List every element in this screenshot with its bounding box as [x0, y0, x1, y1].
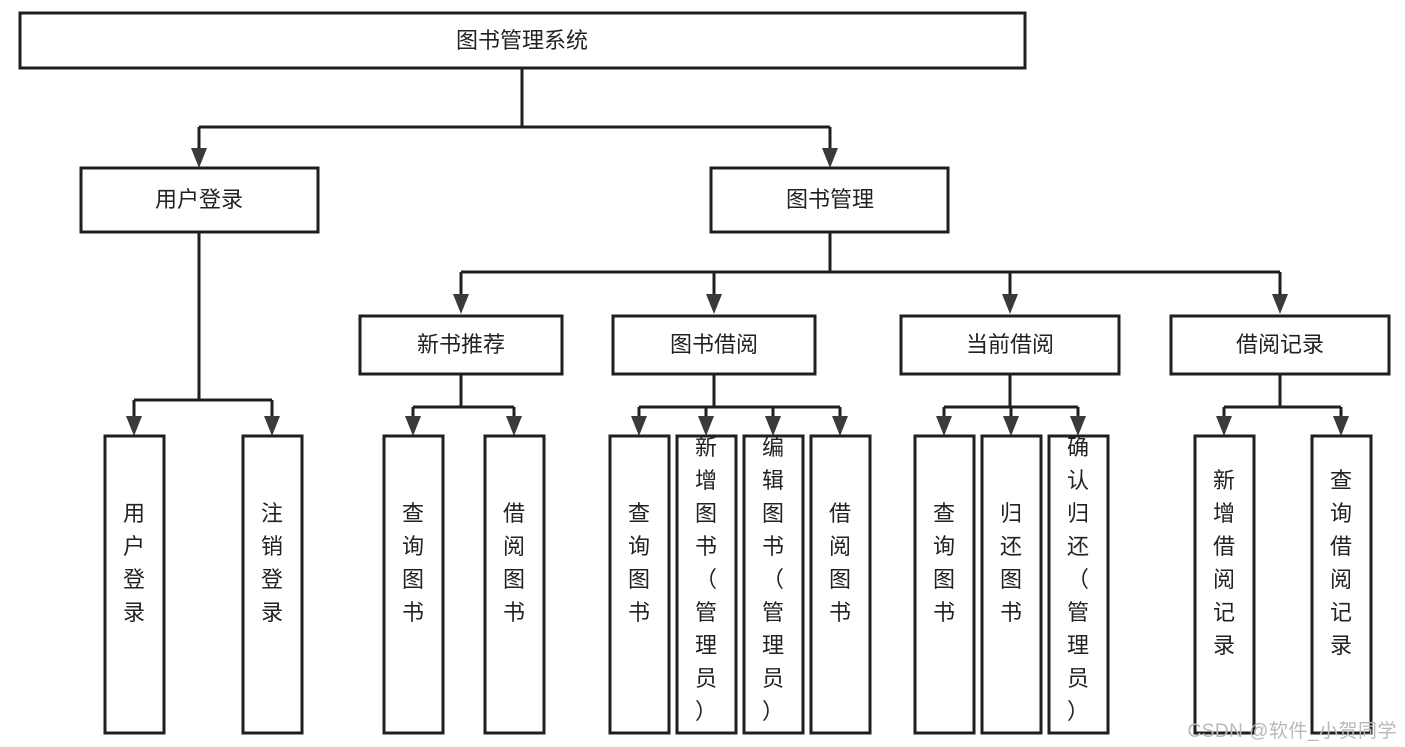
- node-root[interactable]: 图书管理系统: [18, 11, 1027, 70]
- arrow-head-leaf-user-login: [126, 416, 142, 436]
- node-current-borrow-box[interactable]: [899, 314, 1121, 376]
- arrow-head-leaf-return-book: [1003, 416, 1019, 436]
- leaf-user-login-label: 用户登录: [123, 501, 145, 625]
- node-book-management-label: 图书管理: [786, 187, 874, 212]
- leaf-add-book-admin-label: 新增图书（管理员）: [695, 435, 717, 724]
- leaf-logout[interactable]: 注销登录: [241, 434, 304, 735]
- arrow-head-borrow: [706, 294, 722, 314]
- arrow-head-current: [1002, 294, 1018, 314]
- arrow-head-leaf-query-record: [1333, 416, 1349, 436]
- arrow-head-leaf-logout: [264, 416, 280, 436]
- leaf-query-book-borrow-label: 查询图书: [628, 501, 650, 625]
- leaf-add-book-admin-box[interactable]: [675, 434, 738, 735]
- node-new-book-recommend[interactable]: 新书推荐: [358, 314, 564, 376]
- leaf-borrow-book-recommend[interactable]: 借阅图书: [483, 434, 546, 735]
- leaf-confirm-return-admin-box[interactable]: [1047, 434, 1110, 735]
- node-book-borrow[interactable]: 图书借阅: [611, 314, 817, 376]
- node-current-borrow-label: 当前借阅: [966, 332, 1054, 357]
- leaf-logout-label: 注销登录: [261, 501, 283, 625]
- leaf-add-book-admin[interactable]: 新增图书（管理员）: [675, 434, 738, 735]
- leaf-query-book-recommend-label: 查询图书: [402, 501, 424, 625]
- leaf-query-book-recommend[interactable]: 查询图书: [382, 434, 445, 735]
- arrow-head-leaf-query-book-1: [405, 416, 421, 436]
- node-root-box[interactable]: [18, 11, 1027, 70]
- leaf-query-borrow-record[interactable]: 查询借阅记录: [1310, 434, 1373, 735]
- leaf-return-book-label: 归还图书: [1000, 501, 1022, 625]
- node-borrow-record-box[interactable]: [1169, 314, 1391, 376]
- node-user-login[interactable]: 用户登录: [79, 166, 320, 234]
- arrow-head-leaf-confirm-return: [1070, 416, 1086, 436]
- arrow-head-leaf-query-book-2: [631, 416, 647, 436]
- node-user-login-label: 用户登录: [155, 187, 243, 212]
- arrow-head-leaf-add-record: [1216, 416, 1232, 436]
- leaf-user-login-box[interactable]: [103, 434, 166, 735]
- leaf-add-borrow-record[interactable]: 新增借阅记录: [1193, 434, 1256, 735]
- leaf-return-book[interactable]: 归还图书: [980, 434, 1043, 735]
- csdn-watermark: CSDN @软件_小贺同学: [1187, 721, 1397, 742]
- node-new-book-recommend-label: 新书推荐: [417, 332, 505, 357]
- node-current-borrow[interactable]: 当前借阅: [899, 314, 1121, 376]
- arrow-head-leaf-borrow-book-2: [832, 416, 848, 436]
- leaf-edit-book-admin[interactable]: 编辑图书（管理员）: [742, 434, 805, 735]
- connector-layer: [126, 68, 1349, 436]
- leaf-query-book-current-label: 查询图书: [933, 501, 955, 625]
- arrow-head-leaf-query-book-3: [936, 416, 952, 436]
- leaf-query-book-borrow[interactable]: 查询图书: [608, 434, 671, 735]
- leaf-edit-book-admin-label: 编辑图书（管理员）: [762, 435, 784, 724]
- leaf-user-login[interactable]: 用户登录: [103, 434, 166, 735]
- arrow-head-leaf-edit-book: [765, 416, 781, 436]
- leaf-borrow-book-borrow[interactable]: 借阅图书: [809, 434, 872, 735]
- leaf-add-borrow-record-label: 新增借阅记录: [1213, 468, 1235, 658]
- arrow-head-user-login: [191, 148, 207, 168]
- leaf-borrow-book-borrow-box[interactable]: [809, 434, 872, 735]
- leaf-confirm-return-admin[interactable]: 确认归还（管理员）: [1047, 434, 1110, 735]
- arrow-head-newbook: [453, 294, 469, 314]
- arrow-head-leaf-borrow-book-1: [506, 416, 522, 436]
- leaf-borrow-book-recommend-label: 借阅图书: [503, 501, 525, 625]
- leaf-query-book-current-box[interactable]: [913, 434, 976, 735]
- node-borrow-record[interactable]: 借阅记录: [1169, 314, 1391, 376]
- leaf-query-book-recommend-box[interactable]: [382, 434, 445, 735]
- arrow-head-book-mgmt: [822, 148, 838, 168]
- leaf-query-book-current[interactable]: 查询图书: [913, 434, 976, 735]
- leaf-borrow-book-recommend-box[interactable]: [483, 434, 546, 735]
- node-book-borrow-label: 图书借阅: [670, 332, 758, 357]
- leaf-add-borrow-record-box[interactable]: [1193, 434, 1256, 735]
- arrow-head-record: [1272, 294, 1288, 314]
- node-root-label: 图书管理系统: [456, 28, 588, 53]
- leaf-logout-box[interactable]: [241, 434, 304, 735]
- node-borrow-record-label: 借阅记录: [1236, 332, 1324, 357]
- leaf-borrow-book-borrow-label: 借阅图书: [829, 501, 851, 625]
- arrow-head-leaf-add-book: [698, 416, 714, 436]
- leaf-edit-book-admin-box[interactable]: [742, 434, 805, 735]
- node-book-management-box[interactable]: [709, 166, 950, 234]
- node-user-login-box[interactable]: [79, 166, 320, 234]
- leaf-query-book-borrow-box[interactable]: [608, 434, 671, 735]
- node-book-management[interactable]: 图书管理: [709, 166, 950, 234]
- leaf-query-borrow-record-label: 查询借阅记录: [1330, 468, 1352, 658]
- leaf-query-borrow-record-box[interactable]: [1310, 434, 1373, 735]
- leaf-confirm-return-admin-label: 确认归还（管理员）: [1067, 435, 1089, 724]
- leaf-return-book-box[interactable]: [980, 434, 1043, 735]
- node-new-book-recommend-box[interactable]: [358, 314, 564, 376]
- node-book-borrow-box[interactable]: [611, 314, 817, 376]
